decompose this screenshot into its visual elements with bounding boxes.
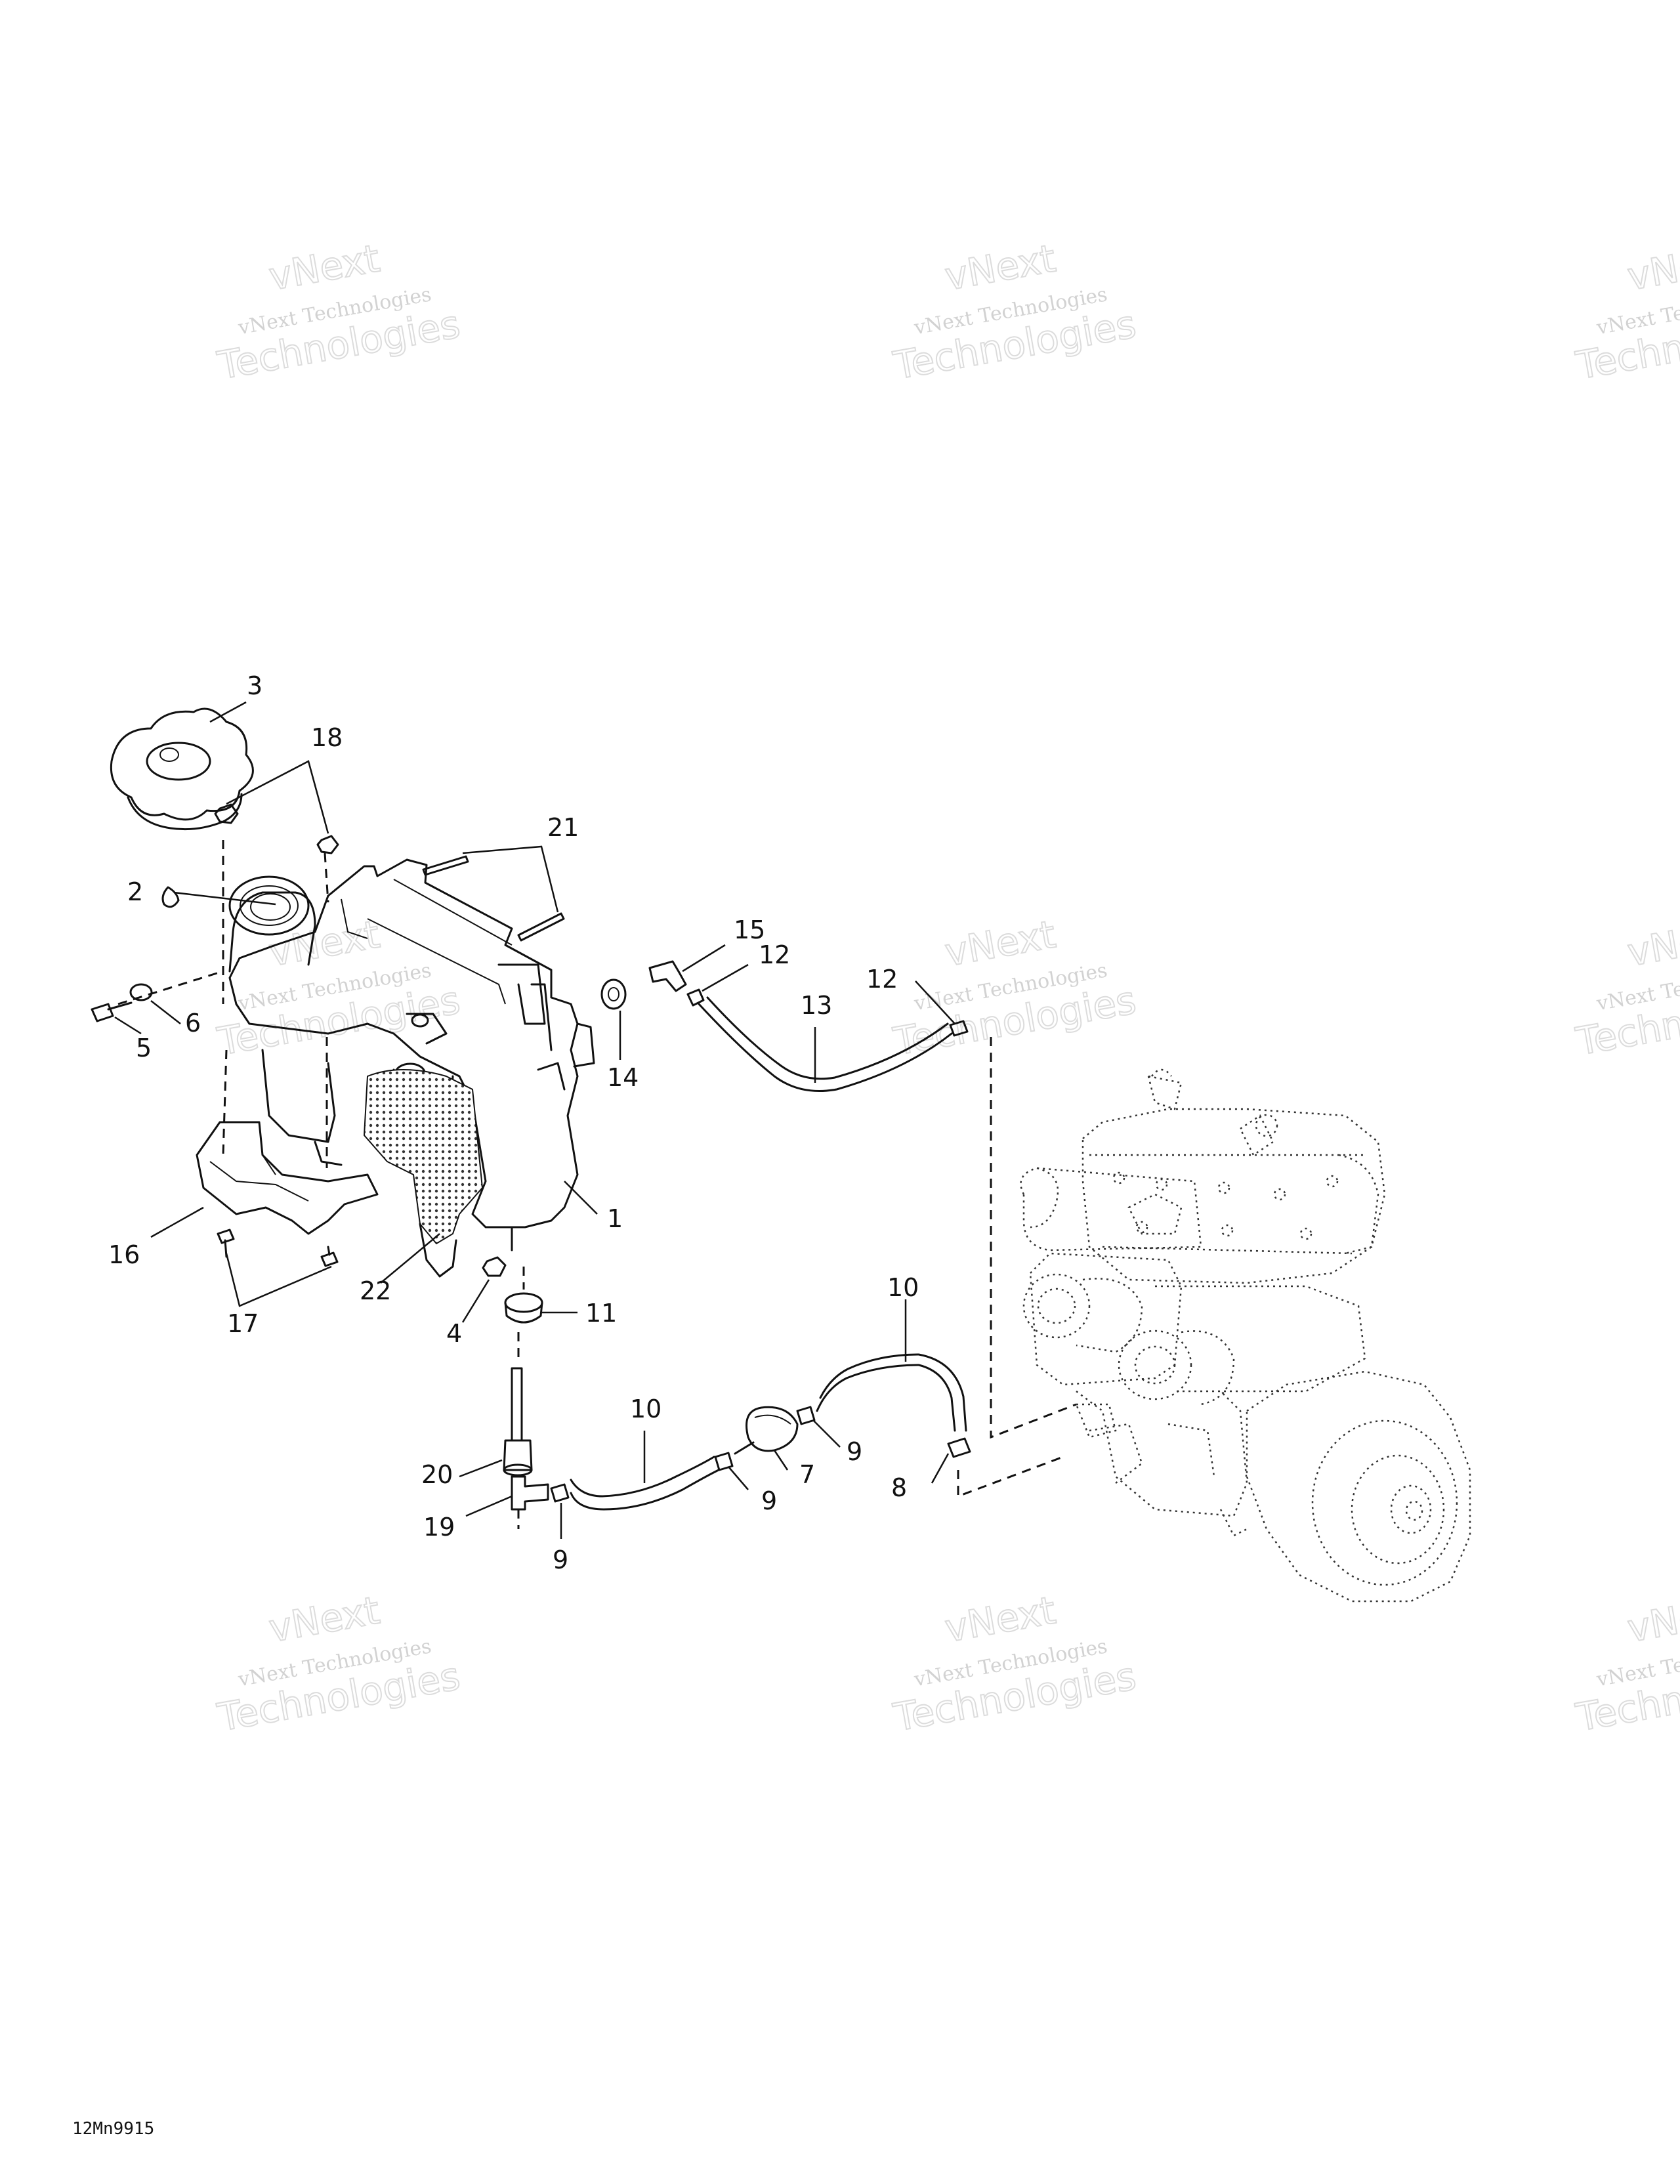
callout-20: 20: [421, 1460, 453, 1489]
filler-cap: [110, 707, 254, 831]
callout-3: 3: [247, 671, 262, 700]
watermark-line1: vNext: [942, 236, 1059, 299]
elbow-fitting-15: [648, 960, 687, 992]
callout-15: 15: [734, 915, 765, 944]
oil-hose-10-upper: [816, 1353, 967, 1432]
callout-8: 8: [891, 1473, 907, 1502]
callout-21: 21: [547, 813, 579, 842]
watermark-line1: vNext: [942, 912, 1059, 975]
engine: [1020, 1068, 1471, 1603]
washer-6: [129, 983, 153, 1001]
tee-fitting-19: [511, 1475, 549, 1511]
outlet-fitting-20: [503, 1367, 533, 1477]
clamp-12-left: [686, 988, 705, 1007]
callout-19: 19: [423, 1513, 455, 1542]
watermark-line1: vNext: [1624, 1587, 1680, 1650]
callout-12-right: 12: [866, 965, 898, 994]
leader-lines: [114, 701, 956, 1539]
watermark-mid-right: vNext vNext Technologies Technologies: [1572, 911, 1680, 1064]
nut-18-left: [214, 803, 239, 824]
callout-22: 22: [360, 1276, 391, 1305]
pin-21-upper: [422, 855, 469, 876]
watermark-bottom-left: vNext vNext Technologies Technologies: [213, 1587, 464, 1740]
callout-7: 7: [799, 1460, 815, 1489]
clamp-9-upper: [796, 1406, 816, 1425]
callout-10-lower: 10: [630, 1395, 662, 1423]
grommet-11: [504, 1292, 543, 1324]
watermark-top-right: vNext vNext Technologies Technologies: [1572, 235, 1680, 388]
watermark-line1: vNext: [942, 1587, 1059, 1650]
dipstick-icon: [161, 886, 180, 908]
callout-5: 5: [136, 1034, 152, 1062]
callout-16: 16: [108, 1240, 140, 1269]
oil-filter-7: [734, 1406, 799, 1455]
callout-6: 6: [185, 1009, 201, 1038]
callout-2: 2: [127, 877, 143, 906]
callout-10-upper: 10: [887, 1273, 919, 1302]
watermark-line1: vNext: [1624, 236, 1680, 299]
oil-tank: [228, 858, 595, 1278]
grommet-14: [600, 978, 627, 1010]
screw-5: [91, 1001, 133, 1022]
nut-4: [482, 1256, 507, 1277]
clamp-8: [947, 1437, 971, 1458]
oil-hose-10-lower: [570, 1456, 720, 1511]
watermark-bottom-center: vNext vNext Technologies Technologies: [889, 1587, 1140, 1740]
tank-vent-panel: [363, 1069, 484, 1245]
callout-labels: 3 18 2 21 6 5 15 12 12 13 14 1 16 17 22 …: [108, 671, 919, 1574]
callout-11: 11: [585, 1299, 617, 1328]
figure-code: 12Mn9915: [72, 2119, 154, 2139]
heat-shield: [196, 1121, 379, 1235]
vent-hose-13: [698, 996, 953, 1092]
callout-9-upper: 9: [847, 1437, 862, 1466]
callout-9-middle: 9: [761, 1486, 777, 1515]
callout-13: 13: [801, 991, 832, 1020]
watermark-top-center: vNext vNext Technologies Technologies: [889, 235, 1140, 388]
callout-9-lower: 9: [553, 1545, 568, 1574]
callout-1: 1: [607, 1204, 623, 1233]
callout-4: 4: [446, 1319, 462, 1348]
callout-18: 18: [311, 723, 343, 752]
callout-12-left: 12: [759, 940, 790, 969]
pin-21-lower: [517, 912, 565, 942]
callout-14: 14: [607, 1063, 639, 1092]
callout-17: 17: [227, 1309, 259, 1338]
watermark-top-left: vNext vNext Technologies Technologies: [213, 235, 464, 388]
watermark-bottom-right: vNext vNext Technologies Technologies: [1572, 1587, 1680, 1740]
screw-17-right: [320, 1246, 339, 1267]
clamp-9-lower: [550, 1483, 570, 1503]
clamp-12-right: [949, 1020, 969, 1037]
connection-lines: [117, 840, 1077, 1529]
watermark-line1: vNext: [1624, 912, 1680, 975]
watermark-line1: vNext: [266, 236, 383, 299]
nut-18-right: [316, 835, 339, 854]
watermark-line1: vNext: [266, 1587, 383, 1650]
screw-17-left: [217, 1228, 235, 1258]
clamp-9-middle: [714, 1452, 734, 1471]
